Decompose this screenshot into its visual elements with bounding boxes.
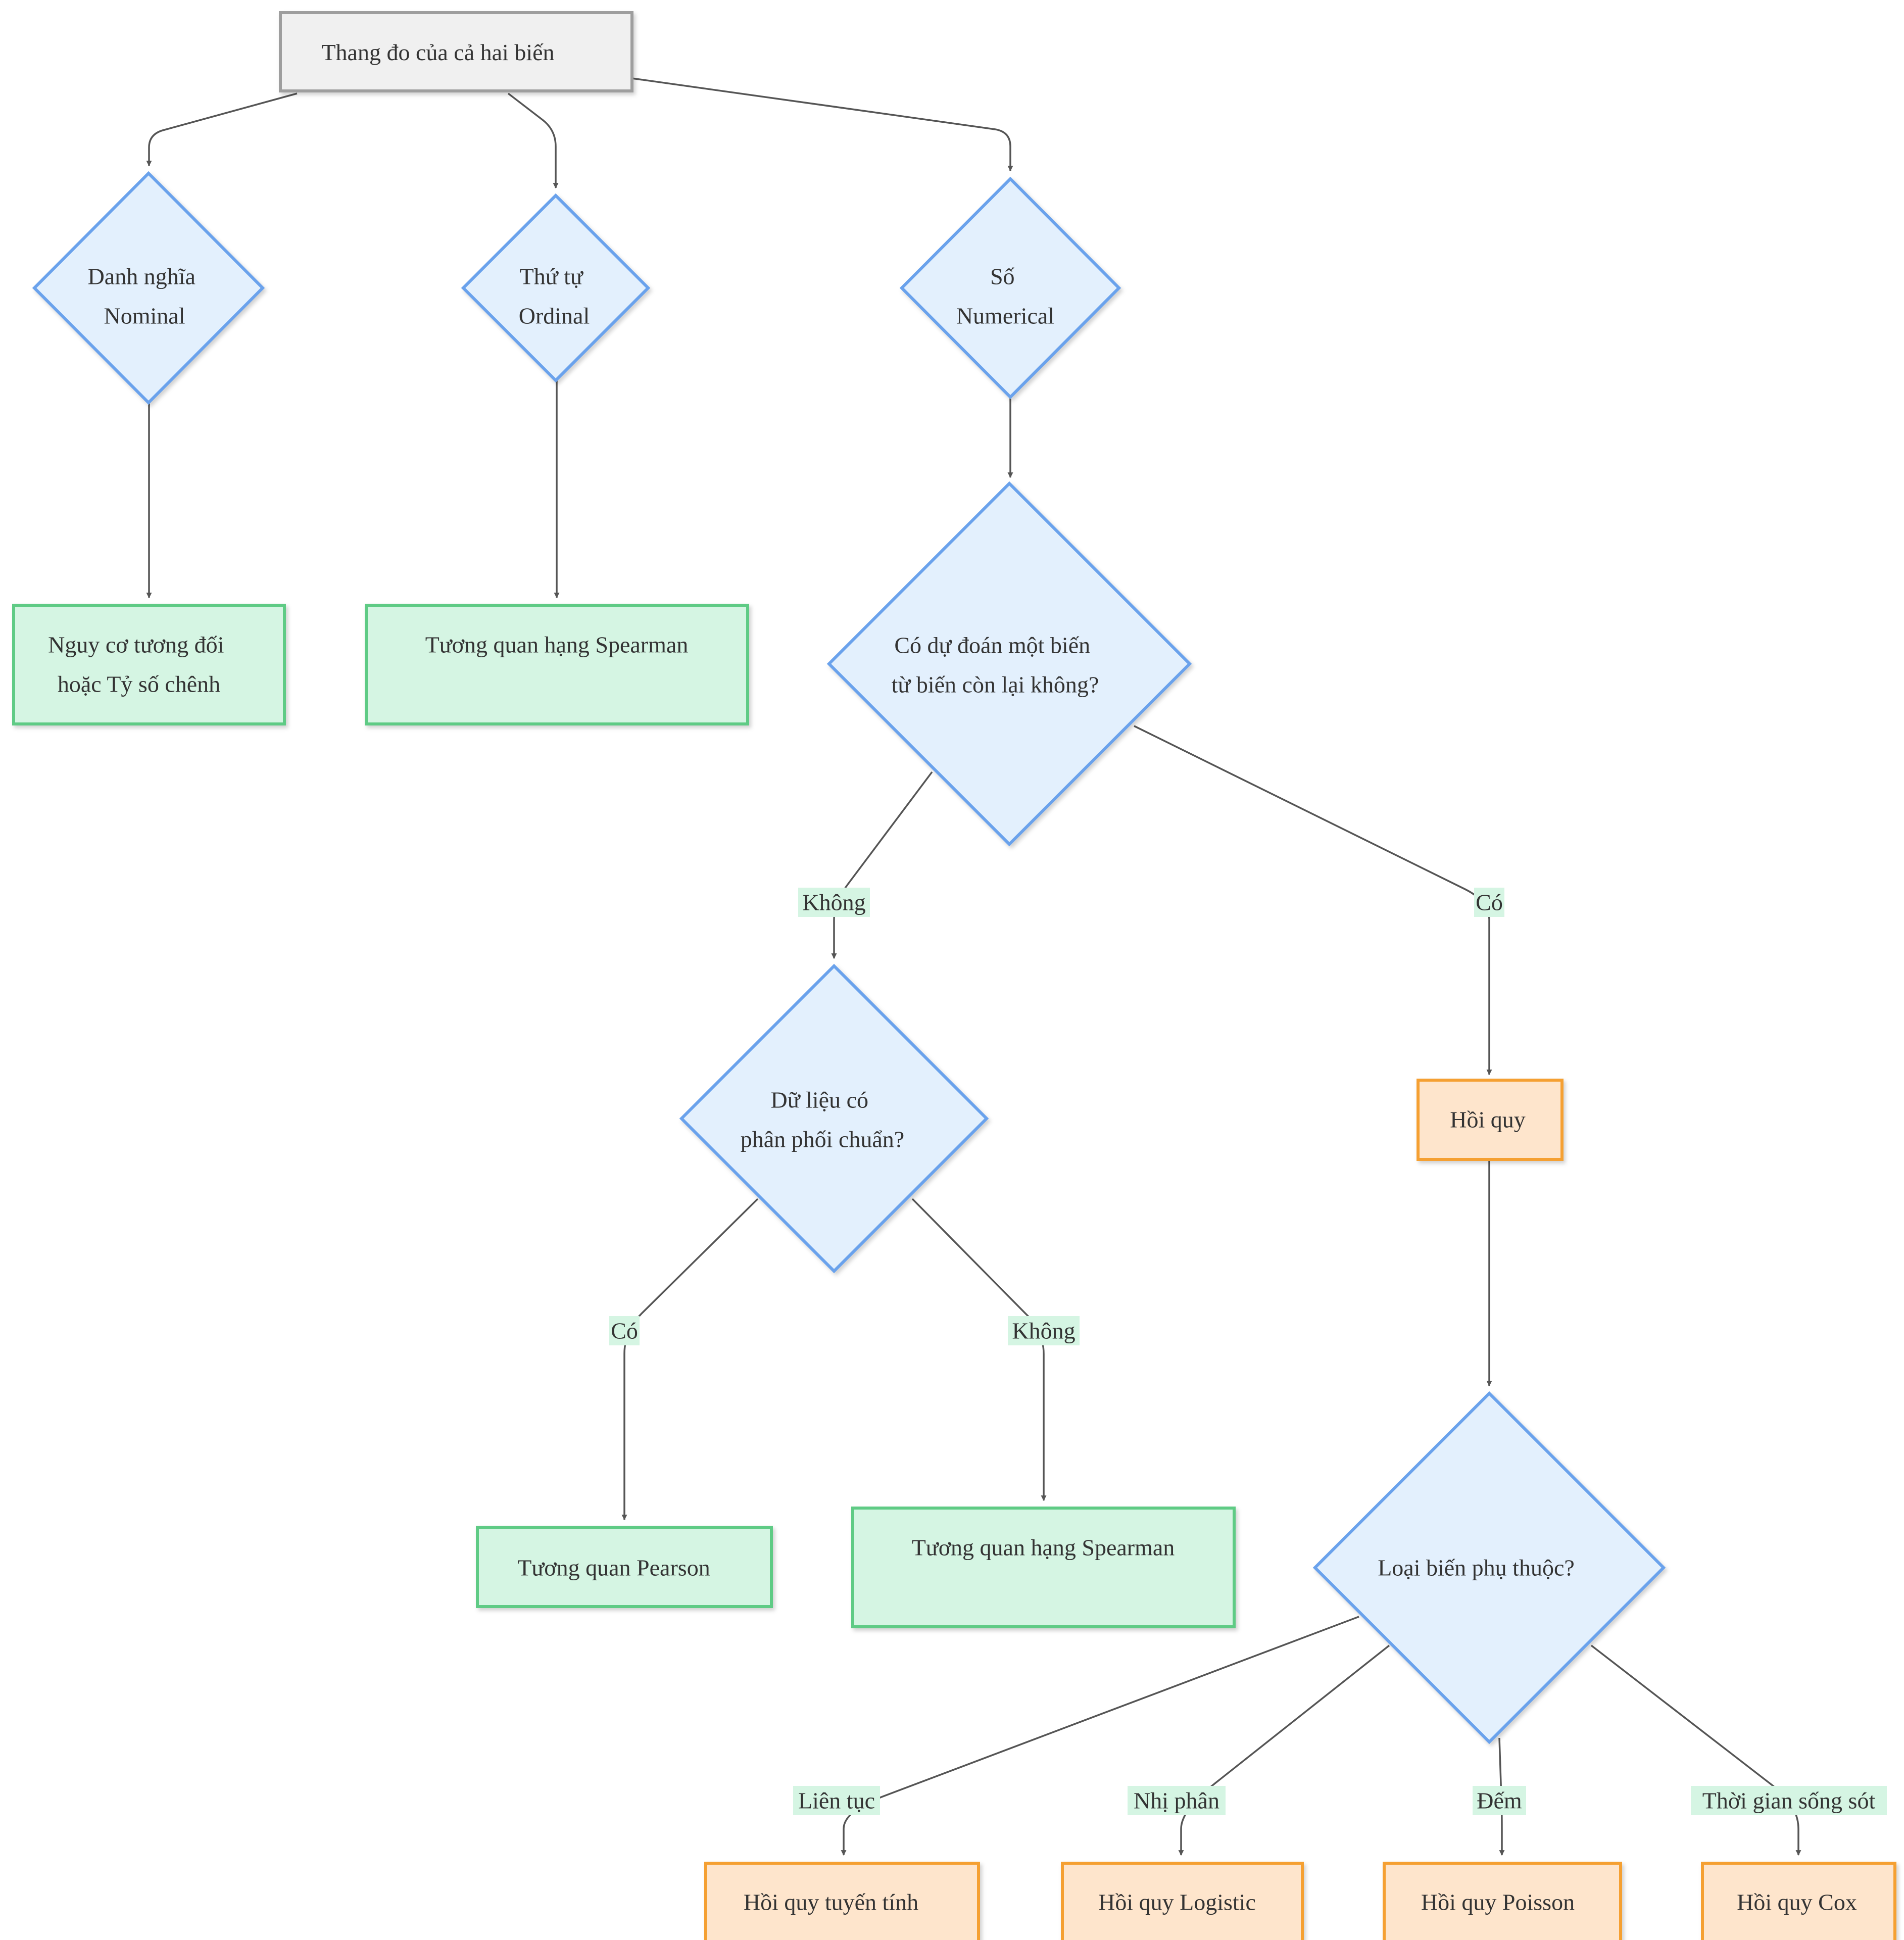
node-numerical: Số Numerical	[899, 176, 1121, 400]
node-poisson: Hồi quy Poisson	[1383, 1862, 1622, 1940]
edge-label-normal-yes-text: Có	[611, 1318, 638, 1344]
node-relative-risk-text: Nguy cơ tương đối hoặc Tỷ số chênh	[48, 624, 230, 697]
edge-label-normal-yes: Có	[609, 1316, 640, 1345]
edge-dependent-logistic	[1178, 1644, 1390, 1856]
node-logistic: Hồi quy Logistic	[1061, 1862, 1304, 1940]
edge-label-normal-no: Không	[1008, 1316, 1080, 1345]
node-predict-text: Có dự đoán một biến từ biến còn lại khôn…	[892, 624, 1099, 698]
node-regression-text: Hồi quy	[1450, 1107, 1526, 1133]
node-dependent-type: Loại biến phụ thuộc?	[1312, 1391, 1666, 1744]
edge-label-binary: Nhị phân	[1128, 1786, 1226, 1815]
node-start-text: Thang đo của cả hai biến	[321, 39, 554, 65]
edge-label-count-text: Đếm	[1477, 1788, 1522, 1814]
edge-label-continuous: Liên tục	[793, 1786, 880, 1815]
edge-label-binary-text: Nhị phân	[1134, 1788, 1219, 1814]
edge-start-ordinal	[507, 92, 559, 189]
edge-predict-no	[831, 771, 933, 959]
nodes: Thang đo của cả hai biến Danh nghĩa Nomi…	[12, 11, 1896, 1940]
edge-labels: Không Có Có Không Liên tục Nhị phân Đếm	[609, 888, 1887, 1815]
edge-start-numerical	[631, 77, 1013, 172]
edge-label-predict-no-text: Không	[802, 890, 865, 915]
node-start: Thang đo của cả hai biến	[279, 11, 633, 92]
node-ordinal: Thứ tự Ordinal	[461, 193, 651, 383]
node-dependent-type-text: Loại biến phụ thuộc?	[1378, 1555, 1575, 1581]
edge-label-normal-no-text: Không	[1012, 1318, 1075, 1344]
node-ordinal-text: Thứ tự Ordinal	[519, 256, 590, 329]
node-linear-text: Hồi quy tuyến tính	[744, 1889, 918, 1915]
node-cox-text: Hồi quy Cox	[1737, 1889, 1857, 1915]
node-relative-risk: Nguy cơ tương đối hoặc Tỷ số chênh	[12, 604, 286, 725]
edge-label-continuous-text: Liên tục	[798, 1788, 875, 1814]
node-normal: Dữ liệu có phân phối chuẩn?	[679, 963, 989, 1274]
node-pearson: Tương quan Pearson	[476, 1526, 773, 1608]
node-pearson-text: Tương quan Pearson	[517, 1555, 710, 1581]
node-spearman-1-text: Tương quan hạng Spearman	[425, 632, 689, 658]
node-spearman-1: Tương quan hạng Spearman	[365, 604, 749, 725]
edge-label-predict-yes: Có	[1474, 888, 1504, 917]
edge-label-predict-yes-text: Có	[1476, 890, 1503, 915]
node-spearman-2-text: Tương quan hạng Spearman	[912, 1535, 1175, 1561]
node-logistic-text: Hồi quy Logistic	[1098, 1889, 1256, 1915]
edge-normal-no	[911, 1198, 1047, 1501]
edge-start-nominal	[146, 92, 298, 167]
node-spearman-2: Tương quan hạng Spearman	[851, 1507, 1236, 1628]
edge-normal-yes	[621, 1198, 759, 1521]
edge-label-count: Đếm	[1473, 1786, 1526, 1815]
node-cox: Hồi quy Cox	[1701, 1862, 1896, 1940]
edge-dependent-cox	[1590, 1644, 1801, 1856]
node-nominal-text: Danh nghĩa Nominal	[88, 256, 202, 329]
edge-label-predict-no: Không	[798, 888, 870, 917]
edge-label-survival: Thời gian sống sót	[1691, 1786, 1887, 1815]
edge-label-survival-text: Thời gian sống sót	[1702, 1788, 1876, 1814]
node-normal-text: Dữ liệu có phân phối chuẩn?	[741, 1079, 904, 1152]
node-numerical-text: Số Numerical	[956, 256, 1054, 329]
node-nominal: Danh nghĩa Nominal	[32, 171, 265, 405]
edge-predict-yes	[1134, 725, 1492, 1076]
node-linear: Hồi quy tuyến tính	[704, 1862, 980, 1940]
node-poisson-text: Hồi quy Poisson	[1421, 1889, 1575, 1915]
node-regression: Hồi quy	[1417, 1079, 1564, 1161]
node-predict: Có dự đoán một biến từ biến còn lại khôn…	[826, 481, 1192, 847]
edge-dependent-linear	[841, 1616, 1359, 1856]
